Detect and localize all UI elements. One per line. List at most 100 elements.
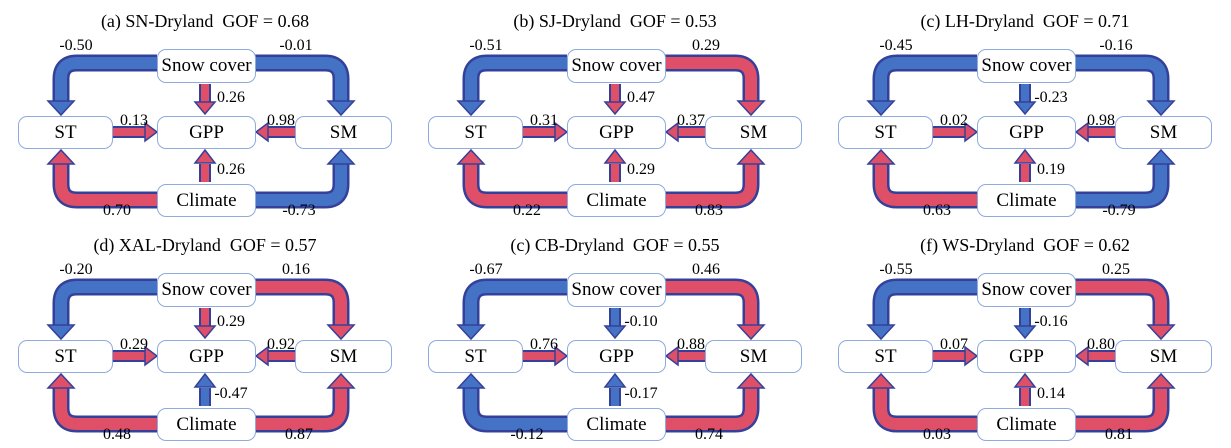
sem-panel: (c) CB-Dryland GOF = 0.55 Snow cover ST …: [410, 224, 820, 448]
arrow-climate-to-st: [456, 148, 567, 209]
node-climate: Climate: [567, 184, 666, 217]
edge-value-climate-sm: -0.79: [1102, 202, 1136, 219]
arrow-sm-to-gpp: [1074, 121, 1115, 143]
node-snow-cover: Snow cover: [977, 273, 1076, 307]
panel-title: (c) LH-Dryland GOF = 0.71: [920, 11, 1130, 31]
node-snow-cover: Snow cover: [567, 273, 666, 307]
arrow-snow-to-st: [46, 278, 157, 341]
node-sm: SM: [705, 116, 802, 149]
arrow-snow-to-sm: [665, 54, 766, 117]
node-climate: Climate: [567, 408, 666, 441]
edge-value-st-gpp: 0.02: [940, 112, 968, 129]
edge-value-snow-st: -0.45: [879, 37, 913, 54]
edge-value-climate-sm: 0.83: [695, 202, 723, 219]
node-climate: Climate: [977, 184, 1076, 217]
edge-value-climate-st: 0.70: [103, 202, 131, 219]
arrow-snow-to-sm: [255, 54, 356, 117]
node-climate: Climate: [157, 408, 256, 441]
arrow-st-to-gpp: [113, 121, 159, 143]
node-snow-cover: Snow cover: [977, 49, 1076, 83]
arrows-layer: [46, 54, 356, 209]
edge-value-snow-gpp: 0.26: [217, 89, 245, 106]
sem-panel: (d) XAL-Dryland GOF = 0.57 Snow cover ST…: [0, 224, 410, 448]
arrows-layer: [456, 278, 766, 433]
edge-value-snow-sm: 0.25: [1102, 261, 1130, 278]
arrow-st-to-gpp: [113, 345, 159, 367]
edge-value-st-gpp: 0.31: [530, 112, 558, 129]
arrow-climate-to-sm: [665, 372, 766, 433]
edge-value-climate-gpp: 0.29: [627, 161, 655, 178]
sem-panel: (f) WS-Dryland GOF = 0.62 Snow cover ST …: [820, 224, 1230, 448]
edge-value-snow-st: -0.67: [469, 261, 503, 278]
arrow-sm-to-gpp: [254, 121, 295, 143]
arrow-sm-to-gpp: [664, 345, 705, 367]
arrow-st-to-gpp: [933, 345, 979, 367]
node-sm: SM: [705, 340, 802, 373]
edge-value-climate-st: 0.03: [923, 426, 951, 443]
edge-value-snow-st: -0.50: [59, 37, 93, 54]
arrow-snow-to-st: [866, 54, 977, 117]
edge-value-sm-gpp: 0.92: [267, 336, 295, 353]
arrows-layer: [46, 278, 356, 433]
edge-value-snow-gpp: -0.16: [1034, 313, 1068, 330]
arrow-st-to-gpp: [933, 121, 979, 143]
edge-value-climate-sm: 0.87: [285, 426, 313, 443]
edge-value-snow-gpp: 0.47: [627, 89, 655, 106]
edge-value-climate-st: 0.48: [103, 426, 131, 443]
edge-value-climate-gpp: -0.17: [624, 385, 658, 402]
edge-value-snow-gpp: -0.10: [624, 313, 658, 330]
edge-value-snow-gpp: 0.29: [217, 313, 245, 330]
edge-value-climate-gpp: 0.14: [1037, 385, 1065, 402]
node-st: ST: [18, 340, 113, 373]
arrow-sm-to-gpp: [254, 345, 295, 367]
arrow-snow-to-gpp: [603, 84, 627, 116]
node-gpp: GPP: [567, 340, 666, 373]
arrow-snow-to-sm: [1075, 278, 1176, 341]
node-st: ST: [428, 340, 523, 373]
panel-title: (c) CB-Dryland GOF = 0.55: [510, 235, 720, 255]
edge-value-climate-sm: 0.81: [1105, 426, 1133, 443]
panel-title: (d) XAL-Dryland GOF = 0.57: [93, 235, 317, 255]
arrow-snow-to-gpp: [193, 84, 217, 116]
arrow-snow-to-gpp: [603, 308, 627, 340]
node-gpp: GPP: [977, 116, 1076, 149]
arrow-snow-to-gpp: [1013, 308, 1037, 340]
node-st: ST: [838, 116, 933, 149]
edge-value-snow-sm: -0.01: [279, 37, 313, 54]
edge-value-sm-gpp: 0.88: [677, 336, 705, 353]
arrow-st-to-gpp: [523, 345, 569, 367]
edge-value-st-gpp: 0.13: [120, 112, 148, 129]
edge-value-snow-st: -0.55: [879, 261, 913, 278]
edge-value-climate-st: -0.12: [510, 426, 544, 443]
sem-panel: (a) SN-Dryland GOF = 0.68 Snow cover ST …: [0, 0, 410, 224]
edge-value-sm-gpp: 0.37: [677, 112, 705, 129]
edge-value-climate-sm: 0.74: [695, 426, 723, 443]
node-snow-cover: Snow cover: [157, 273, 256, 307]
arrow-snow-to-st: [866, 278, 977, 341]
edge-value-snow-sm: 0.46: [692, 261, 720, 278]
edge-value-sm-gpp: 0.98: [1087, 112, 1115, 129]
edge-value-st-gpp: 0.07: [940, 336, 968, 353]
arrow-climate-to-gpp: [603, 148, 627, 182]
edge-value-sm-gpp: 0.98: [267, 112, 295, 129]
edge-value-snow-gpp: -0.23: [1034, 89, 1068, 106]
arrows-layer: [456, 54, 766, 209]
arrow-climate-to-gpp: [193, 372, 217, 406]
arrows-layer: [866, 278, 1176, 433]
arrow-st-to-gpp: [523, 121, 569, 143]
node-gpp: GPP: [567, 116, 666, 149]
node-gpp: GPP: [157, 340, 256, 373]
arrow-climate-to-sm: [1075, 372, 1176, 433]
edge-value-snow-sm: 0.16: [282, 261, 310, 278]
node-sm: SM: [1115, 340, 1212, 373]
arrow-snow-to-sm: [255, 278, 356, 341]
node-gpp: GPP: [157, 116, 256, 149]
arrow-climate-to-gpp: [603, 372, 627, 406]
edge-value-climate-gpp: 0.26: [217, 161, 245, 178]
arrows-layer: [866, 54, 1176, 209]
arrow-sm-to-gpp: [1074, 345, 1115, 367]
arrow-snow-to-gpp: [1013, 84, 1037, 116]
panel-title: (f) WS-Dryland GOF = 0.62: [920, 235, 1130, 255]
arrow-climate-to-sm: [255, 148, 356, 209]
